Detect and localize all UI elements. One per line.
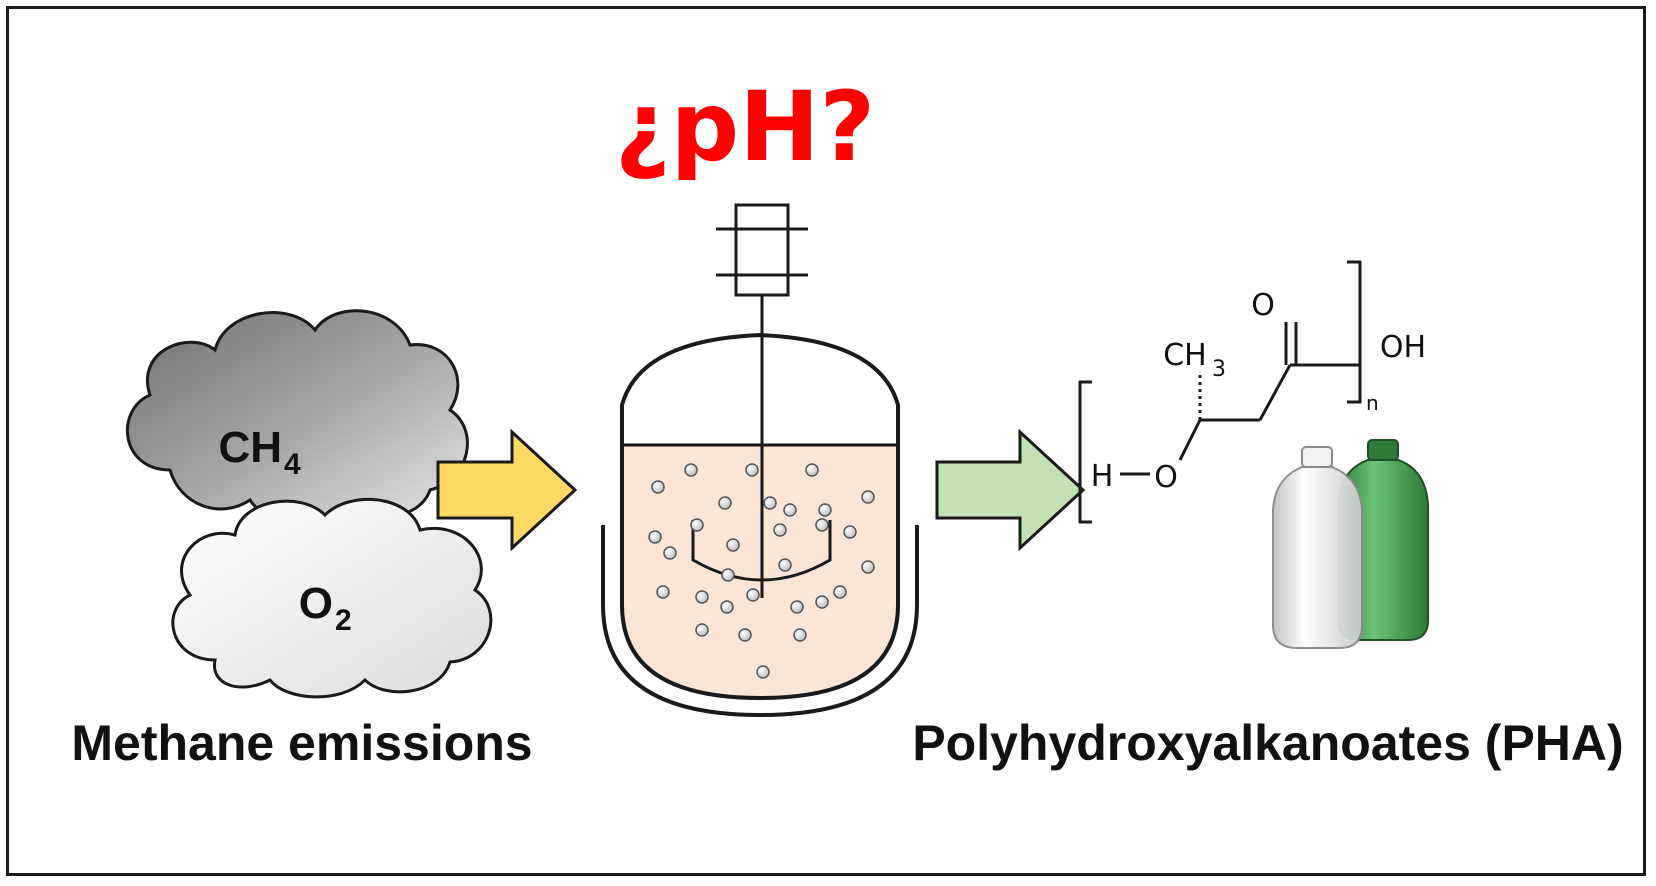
methyl-subscript: 3: [1212, 357, 1226, 382]
gas-bubbles: [648, 463, 875, 679]
repeat-index: n: [1366, 391, 1379, 415]
methane-subscript: 4: [284, 448, 301, 481]
product-arrow: [935, 428, 1086, 552]
ether-oxygen-atom: O: [1154, 460, 1178, 495]
methane-cloud: CH 4: [126, 309, 469, 523]
oxygen-cloud: O 2: [171, 497, 493, 699]
hydroxyl-group: OH: [1380, 330, 1426, 365]
methyl-group: CH: [1163, 338, 1207, 373]
oxygen-formula: O: [299, 579, 333, 628]
methane-formula: CH: [218, 423, 282, 472]
methane-emissions-caption: Methane emissions: [71, 715, 532, 771]
feed-arrow: [436, 428, 578, 552]
pha-caption: Polyhydroxyalkanoates (PHA): [912, 715, 1623, 771]
plastic-bottles-icon: [1272, 439, 1429, 649]
carbonyl-oxygen-atom: O: [1251, 288, 1275, 323]
oxygen-subscript: 2: [335, 604, 352, 637]
bioreactor-icon: [601, 203, 919, 718]
clear-bottle-icon: [1272, 446, 1363, 649]
hydrogen-atom: H: [1091, 459, 1114, 494]
ph-question-title: ¿pH?: [615, 71, 875, 183]
pha-structure: H O CH 3 O OH n: [1078, 260, 1426, 524]
